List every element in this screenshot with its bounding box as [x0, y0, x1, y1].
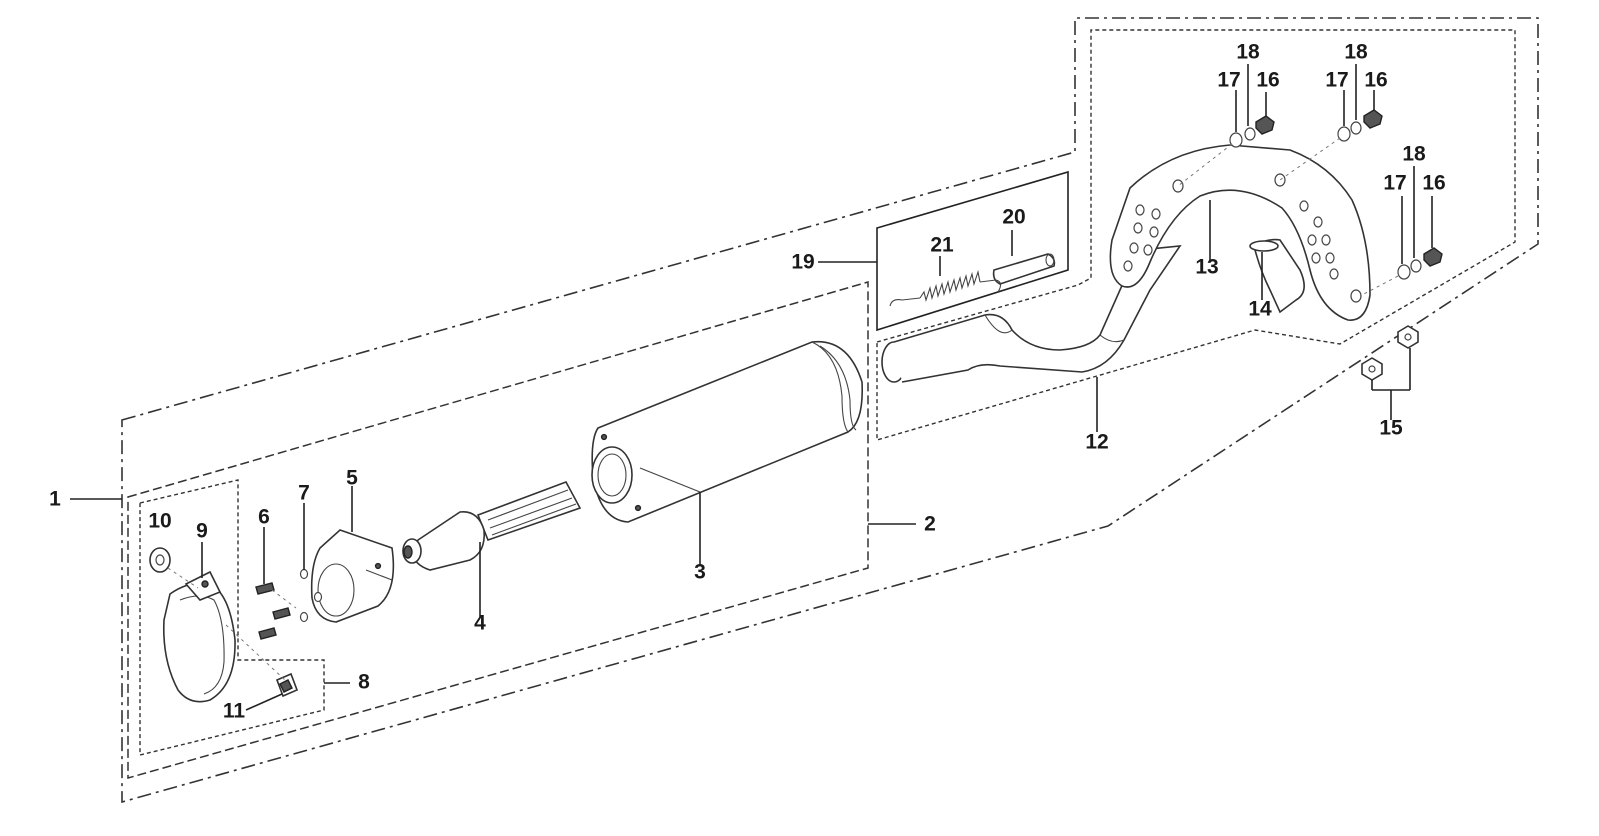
hardware-stack-a	[1177, 115, 1275, 187]
callout-17-c: 17	[1383, 172, 1406, 195]
callout-4: 4	[474, 612, 486, 635]
group-boundary-2	[127, 281, 869, 779]
callout-12: 12	[1085, 431, 1108, 454]
heat-shield-holes	[1123, 173, 1362, 303]
end-cap	[310, 529, 395, 623]
spring	[889, 269, 1002, 307]
muffler-body	[591, 340, 864, 523]
screw-set-6	[255, 582, 297, 640]
callout-18-b: 18	[1344, 41, 1368, 64]
clamp	[162, 570, 236, 703]
callout-3: 3	[694, 561, 706, 584]
callout-9: 9	[196, 520, 208, 543]
callout-18-a: 18	[1236, 41, 1260, 64]
callout-11: 11	[223, 700, 246, 723]
callout-labels: 1 2 3 4 5 6 7 8 9 10 11 12 13 14 15 16 1…	[49, 41, 1446, 723]
spark-arrester-screen	[402, 481, 582, 571]
nut-set-15	[1361, 325, 1419, 381]
callout-5: 5	[346, 467, 358, 490]
callout-16-b: 16	[1364, 69, 1387, 92]
callout-18-c: 18	[1402, 143, 1426, 166]
leader-lines	[70, 64, 1433, 711]
callout-20: 20	[1002, 206, 1025, 229]
hardware-stack-c	[1359, 247, 1443, 297]
callout-16-a: 16	[1256, 69, 1279, 92]
group-boundary-8	[139, 479, 325, 756]
callout-10: 10	[148, 510, 171, 533]
callout-7: 7	[298, 482, 310, 505]
callout-19: 19	[791, 251, 814, 274]
callout-14: 14	[1248, 298, 1272, 321]
callout-16-c: 16	[1422, 172, 1445, 195]
callout-17-a: 17	[1217, 69, 1240, 92]
callout-6: 6	[258, 506, 270, 529]
group-boundary-12	[876, 29, 1516, 441]
bushing	[149, 547, 199, 589]
hardware-stack-b	[1279, 109, 1383, 181]
callout-17-b: 17	[1325, 69, 1348, 92]
callout-2: 2	[924, 513, 936, 536]
callout-21: 21	[930, 234, 954, 257]
callout-1: 1	[49, 488, 61, 511]
callout-8: 8	[358, 671, 370, 694]
callout-13: 13	[1195, 256, 1218, 279]
group-boundary-1	[121, 17, 1539, 804]
callout-15: 15	[1379, 417, 1403, 440]
group-boundary-19	[876, 170, 1069, 332]
header-pipe	[881, 245, 1182, 383]
gasket	[1249, 238, 1305, 314]
bolt-11	[225, 624, 299, 698]
sleeve	[992, 253, 1056, 285]
heat-shield	[1109, 144, 1371, 321]
